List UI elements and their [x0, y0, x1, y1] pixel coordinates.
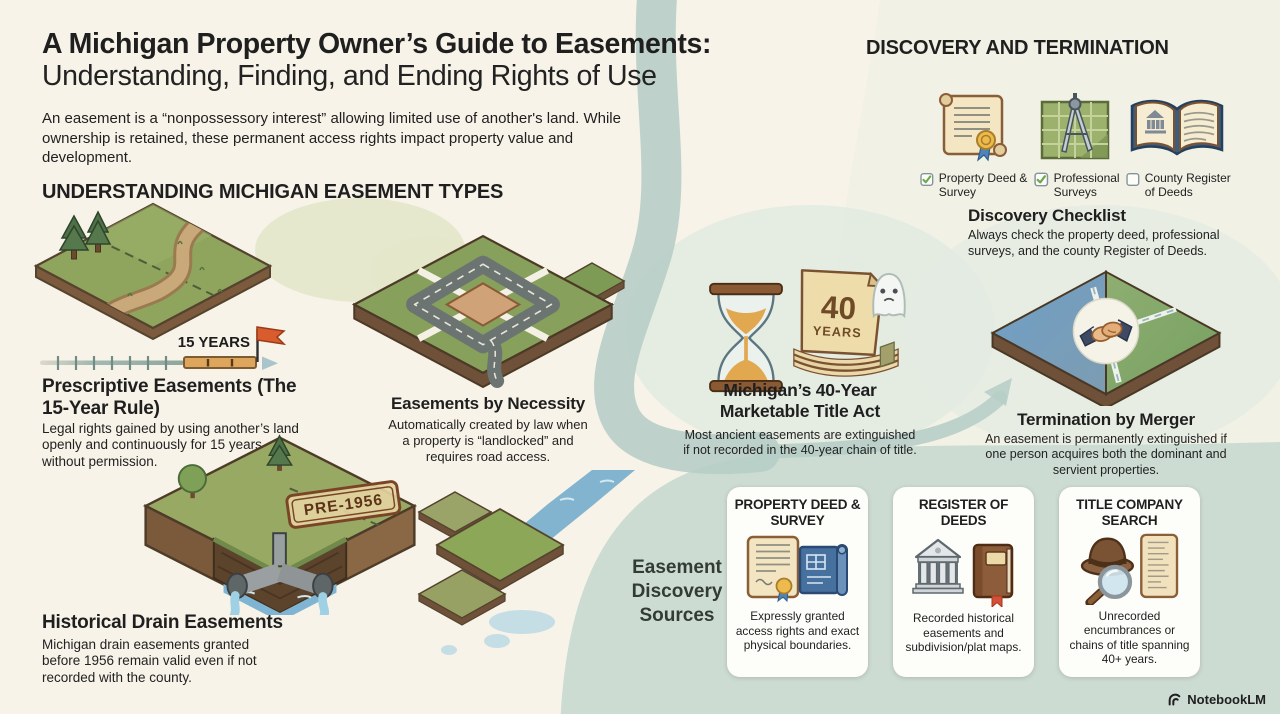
checklist-item-deed: Property Deed & Survey [920, 170, 1032, 199]
card-title: TITLE COMPANY SEARCH [1076, 497, 1183, 528]
courthouse-book-icon [911, 538, 1013, 608]
pre-1956-stamp: PRE-1956 [285, 480, 402, 529]
road-stub [484, 333, 505, 388]
checklist-item-register: County Register of Deeds [1126, 170, 1244, 199]
decorative-parcels [417, 262, 635, 626]
card-title: REGISTER OF DEEDS [918, 497, 1009, 528]
round-tree-icon [177, 464, 207, 499]
river-ribbon [594, 0, 780, 475]
compass-divider-icon [1061, 93, 1093, 153]
necessity-parcels-illustration [351, 234, 615, 389]
water-pool [223, 583, 337, 615]
card-property-deed-survey: PROPERTY DEED & SURVEY Expressly granted… [727, 487, 868, 677]
card-body: Recorded historical easements and subdiv… [905, 611, 1022, 655]
intro-text: An easement is a “nonpossessory interest… [42, 110, 621, 166]
prescriptive-parcel-illustration [33, 202, 273, 341]
prescriptive-body: Legal rights gained by using another’s l… [42, 421, 299, 469]
binding-strap [879, 341, 895, 368]
title-act-body: Most ancient easements are extinguished … [683, 428, 917, 458]
ghost-icon [872, 272, 906, 319]
drain-body: Michigan drain easements granted before … [42, 637, 257, 685]
fifteen-year-timeline: 15 YEARS [40, 326, 287, 370]
drain-cross-section-illustration: PRE-1956 [142, 434, 418, 615]
notebooklm-brand: NotebookLM [1167, 692, 1266, 707]
card-body: Unrecorded encumbrances or chains of tit… [1069, 608, 1190, 667]
timeline-label: 15 YEARS [178, 334, 250, 351]
card-title: PROPERTY DEED & SURVEY [734, 497, 861, 528]
water-puddles [441, 610, 555, 655]
checklist-item-surveys: Professional Surveys [1034, 170, 1140, 199]
water-flow [229, 591, 330, 615]
landlocked-parcel [444, 282, 522, 327]
flow-arrow [753, 391, 1007, 459]
merger-body: An easement is permanently extinguished … [985, 432, 1227, 477]
prescriptive-title: Prescriptive Easements (The 15-Year Rule… [42, 376, 297, 420]
forty-years-paper-stack: 40 YEARS [793, 269, 899, 377]
register-book-icon [1130, 99, 1224, 156]
checkbox-icon [1126, 172, 1140, 187]
merger-title: Termination by Merger [1017, 410, 1195, 429]
checkbox-icon [920, 172, 934, 187]
discovery-section-heading: DISCOVERY AND TERMINATION [866, 37, 1169, 59]
merger-parcel-illustration [990, 270, 1222, 406]
drain-pipe-icon [226, 532, 334, 615]
notebooklm-logo-icon [1168, 693, 1181, 706]
types-section-heading: UNDERSTANDING MICHIGAN EASEMENT TYPES [42, 181, 504, 203]
survey-map-icon [1040, 93, 1110, 160]
handshake-icon [1079, 319, 1133, 347]
timeline-arrow [262, 356, 278, 370]
badge-40: 40 [820, 290, 857, 327]
red-flag-icon [256, 326, 287, 346]
sources-cards-row: PROPERTY DEED & SURVEY Expressly granted… [727, 487, 1200, 677]
water-band [505, 470, 635, 540]
deed-scroll-icon [939, 93, 1007, 162]
page-title: A Michigan Property Owner’s Guide to Eas… [42, 28, 711, 93]
badge-years: YEARS [812, 323, 862, 341]
drain-title: Historical Drain Easements [42, 612, 283, 633]
pine-trees-icon [58, 210, 112, 260]
title-act-title: Michigan’s 40-Year Marketable Title Act [719, 380, 881, 421]
page-title-line1: A Michigan Property Owner’s Guide to Eas… [42, 28, 712, 60]
hourglass-icon [709, 282, 783, 393]
magnifier-icon [1084, 564, 1132, 605]
checkbox-icon [1034, 172, 1049, 187]
card-title-company-search: TITLE COMPANY SEARCH [1059, 487, 1200, 677]
sources-label: Easement Discovery Sources [631, 557, 723, 626]
necessity-title: Easements by Necessity [390, 394, 586, 413]
page-title-line2: Understanding, Finding, and Ending Right… [42, 60, 657, 93]
deed-blueprint-icon [746, 535, 848, 603]
pine-tree-icon [266, 434, 294, 471]
checklist-item-label: Professional Surveys [1053, 171, 1120, 200]
brand-text: NotebookLM [1187, 692, 1266, 707]
checklist-body: Always check the property deed, professi… [968, 228, 1220, 258]
detective-search-icon [1080, 533, 1178, 605]
dirt-path [104, 216, 206, 320]
checklist-item-label: Property Deed & Survey [938, 171, 1028, 200]
checklist-title: Discovery Checklist [968, 206, 1126, 225]
card-register-of-deeds: REGISTER OF DEEDS Recorded historical ea… [893, 487, 1034, 677]
card-body: Expressly granted access rights and exac… [735, 609, 860, 653]
bookmark-ribbon [991, 595, 1002, 608]
checklist-item-label: County Register of Deeds [1144, 171, 1231, 200]
bank-glyph [1145, 110, 1166, 134]
necessity-body: Automatically created by law when a prop… [388, 417, 588, 464]
